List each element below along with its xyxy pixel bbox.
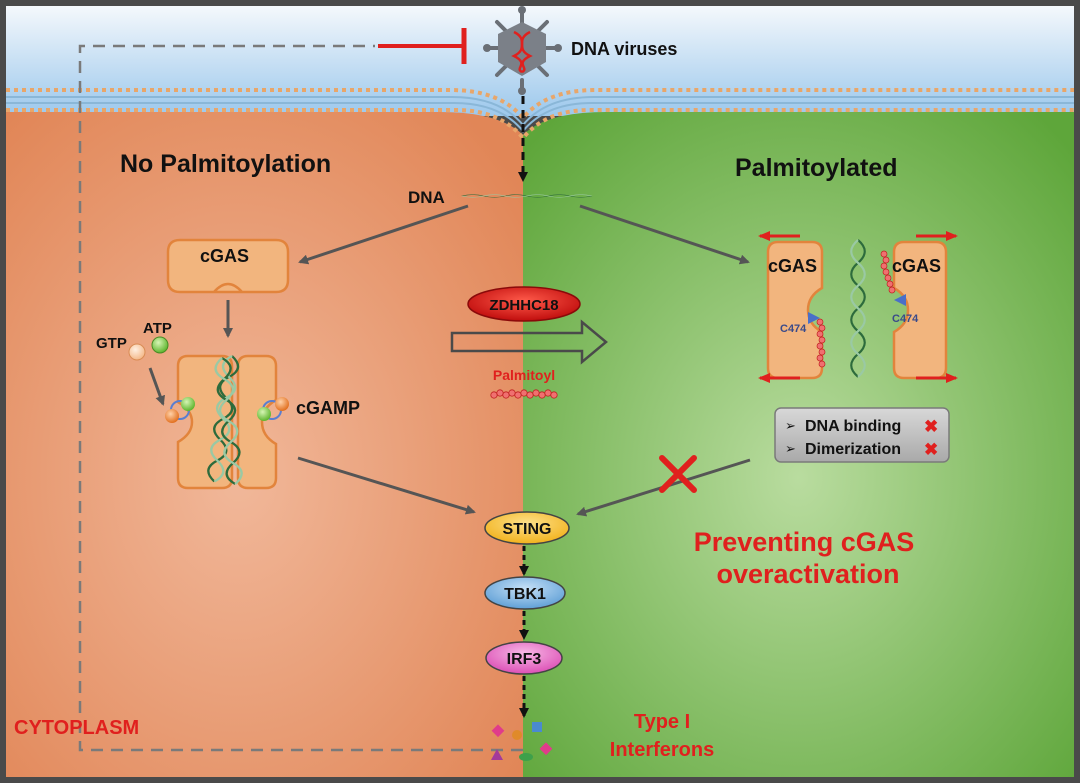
effects-box <box>774 407 950 463</box>
sting-node <box>484 511 570 545</box>
effect-dna-binding: DNA binding <box>805 418 901 435</box>
virus-label: DNA viruses <box>571 39 677 59</box>
palmitoyl-label: Palmitoyl <box>493 367 555 383</box>
gtp-label: GTP <box>96 335 127 352</box>
feedback-dashed-line <box>78 44 523 752</box>
cgas-dimer-active <box>165 353 289 490</box>
tbk1-node <box>484 576 566 610</box>
cgas-monomer-label: cGAS <box>200 246 249 266</box>
block-x-icon <box>659 455 697 493</box>
interferon-molecules-icon <box>491 722 553 761</box>
gtp-ball <box>128 343 146 361</box>
arrow-substrates <box>148 367 165 406</box>
sting-label: STING <box>503 521 552 538</box>
cgas-monomer <box>166 238 290 294</box>
dna-label: DNA <box>408 188 445 207</box>
atp-ball <box>151 336 169 354</box>
ifn-label-line-1: Type I <box>634 711 690 733</box>
cgas-palmitoylated-left <box>766 240 826 380</box>
effect-bullet-2: ➢ <box>785 441 796 456</box>
residue-a-label: C474 <box>780 323 807 335</box>
effect-dna-binding-x-icon: ✖ <box>924 417 938 436</box>
effect-bullet-1: ➢ <box>785 418 796 433</box>
cytoplasm-label: CYTOPLASM <box>14 717 139 739</box>
zdhhc18-enzyme <box>467 286 581 322</box>
right-panel-title: Palmitoylated <box>735 154 898 182</box>
cgamp-label: cGAMP <box>296 398 360 418</box>
effect-dimerization-x-icon: ✖ <box>924 440 938 459</box>
irf3-node <box>485 641 563 675</box>
residue-b-label: C474 <box>892 313 919 325</box>
inhibition-symbol <box>378 28 467 64</box>
atp-label: ATP <box>143 320 172 337</box>
separation-arrows <box>758 231 958 383</box>
ifn-label-line-2: Interferons <box>610 739 714 761</box>
dna-virus-icon <box>483 6 562 95</box>
arrow-dna-to-cgas <box>298 204 469 265</box>
tbk1-label: TBK1 <box>504 586 546 603</box>
cgas-palmitoylated-right <box>880 240 948 380</box>
conclusion-line-1: Preventing cGAS <box>694 527 915 557</box>
cgas-right-a-label: cGAS <box>768 256 817 276</box>
zdhhc18-label: ZDHHC18 <box>489 297 558 314</box>
irf3-label: IRF3 <box>507 651 542 668</box>
left-panel-title: No Palmitoylation <box>120 150 331 178</box>
palmitoyl-chain-icon <box>490 389 558 399</box>
effect-dimerization: Dimerization <box>805 441 901 458</box>
conclusion-line-2: overactivation <box>716 559 899 589</box>
arrow-dna-to-palmitoylated <box>579 204 750 265</box>
arrow-cgamp-to-sting <box>297 456 476 515</box>
conversion-arrow <box>450 319 608 365</box>
cgas-right-b-label: cGAS <box>892 256 941 276</box>
